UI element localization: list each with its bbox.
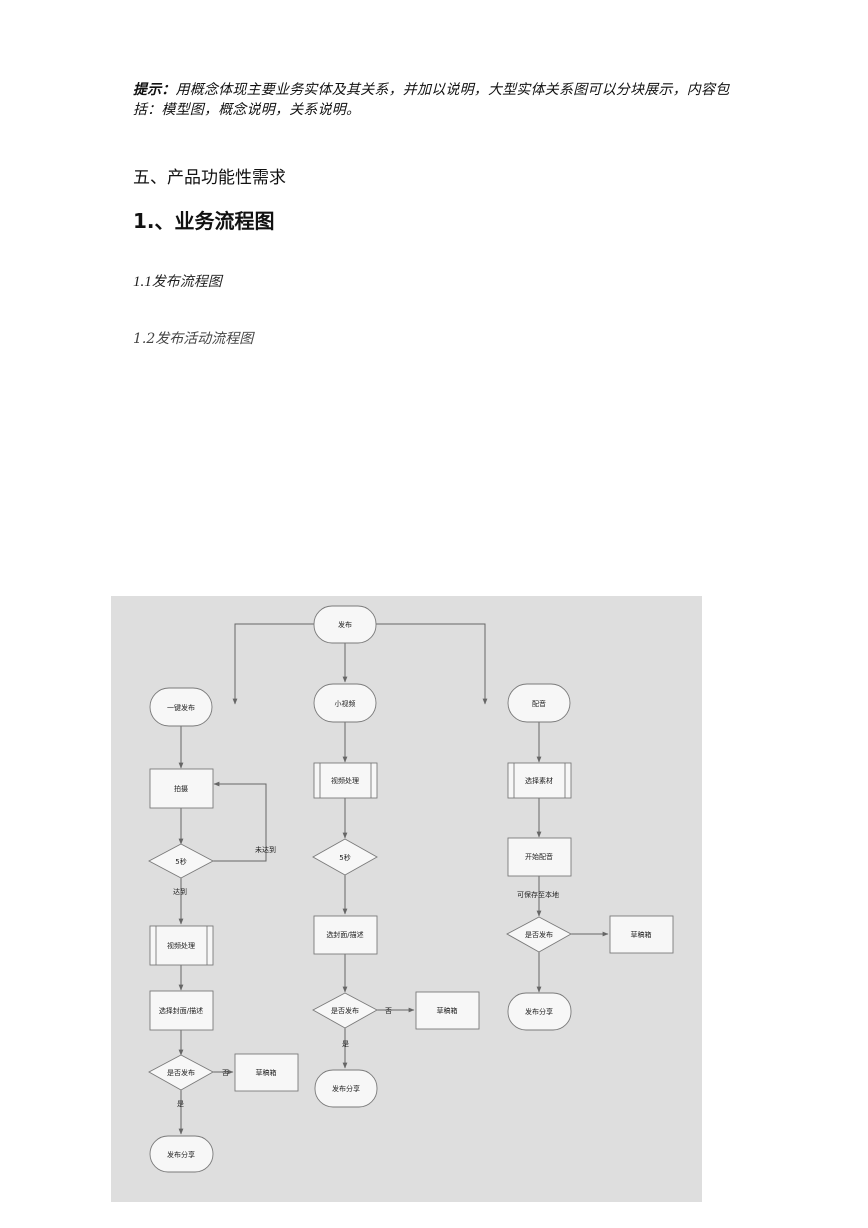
node-label: 配音 bbox=[532, 699, 546, 708]
node-publish-question-1: 是否发布 bbox=[148, 1054, 214, 1091]
node-label: 选封面/描述 bbox=[326, 930, 363, 939]
node-draft-2: 草稿箱 bbox=[415, 991, 480, 1030]
heading-business-flow: 1.、业务流程图 bbox=[133, 209, 275, 233]
node-decision-5s: 5秒 bbox=[148, 843, 214, 879]
edge-label-save-local: 可保存至本地 bbox=[517, 890, 559, 899]
hint-paragraph: 提示：用概念体现主要业务实体及其关系，并加以说明，大型实体关系图可以分块展示，内… bbox=[133, 80, 743, 120]
subsection-title: 发布流程图 bbox=[151, 274, 222, 290]
flow-edges bbox=[178, 623, 609, 1135]
node-start-publish: 发布 bbox=[313, 605, 377, 644]
subsection-1-1: 1.1发布流程图 bbox=[133, 271, 222, 291]
node-start-dubbing: 开始配音 bbox=[507, 837, 572, 877]
node-select-cover-2: 选封面/描述 bbox=[313, 915, 378, 955]
edge-label-yes: 是 bbox=[177, 1100, 184, 1108]
node-publish-share-2: 发布分享 bbox=[314, 1069, 378, 1108]
node-label: 视频处理 bbox=[167, 941, 195, 950]
node-one-click-publish: 一键发布 bbox=[149, 687, 213, 727]
node-label: 发布分享 bbox=[332, 1084, 360, 1093]
subsection-number: 1.1 bbox=[133, 274, 152, 290]
edge-label-not-reached: 未达到 bbox=[255, 845, 276, 854]
flowchart: 发布 一键发布 拍摄 5秒 未达到 达到 视频处理 选择封面/描述 是否发布 否… bbox=[111, 596, 702, 1202]
node-shoot: 拍摄 bbox=[149, 768, 214, 809]
subsection-1-2: 1.2发布活动流程图 bbox=[133, 328, 253, 348]
node-label: 是否发布 bbox=[331, 1006, 359, 1015]
node-label: 是否发布 bbox=[525, 930, 553, 939]
node-label: 开始配音 bbox=[525, 852, 553, 861]
node-label: 视频处理 bbox=[331, 776, 359, 785]
node-video-process-2: 视频处理 bbox=[313, 762, 378, 799]
node-select-cover-1: 选择封面/描述 bbox=[149, 990, 214, 1031]
node-publish-question-2: 是否发布 bbox=[312, 992, 378, 1029]
node-label: 草稿箱 bbox=[256, 1068, 277, 1077]
node-label: 发布 bbox=[338, 620, 352, 629]
node-draft-1: 草稿箱 bbox=[234, 1053, 299, 1092]
edge-label-no: 否 bbox=[385, 1007, 392, 1015]
node-label: 是否发布 bbox=[167, 1068, 195, 1077]
hint-label: 提示： bbox=[133, 82, 176, 98]
node-label: 草稿箱 bbox=[437, 1006, 458, 1015]
node-publish-share-1: 发布分享 bbox=[149, 1135, 214, 1173]
node-label: 选择封面/描述 bbox=[159, 1006, 203, 1015]
edge-label-yes: 是 bbox=[342, 1040, 349, 1048]
subsection-title: 发布活动流程图 bbox=[155, 331, 254, 347]
node-label: 一键发布 bbox=[167, 703, 195, 712]
node-select-material: 选择素材 bbox=[507, 762, 572, 799]
section-title: 五、产品功能性需求 bbox=[133, 168, 286, 188]
subsection-number: 1.2 bbox=[133, 331, 156, 347]
node-label: 小视频 bbox=[335, 699, 356, 708]
node-label: 草稿箱 bbox=[631, 930, 652, 939]
node-publish-share-3: 发布分享 bbox=[507, 992, 572, 1031]
node-label: 5秒 bbox=[339, 853, 350, 862]
node-decision-5s-2: 5秒 bbox=[312, 838, 378, 876]
hint-text: 用概念体现主要业务实体及其关系，并加以说明，大型实体关系图可以分块展示，内容包括… bbox=[133, 82, 730, 118]
node-video-process-1: 视频处理 bbox=[149, 925, 214, 966]
node-label: 发布分享 bbox=[167, 1150, 195, 1159]
node-label: 5秒 bbox=[175, 857, 186, 866]
edge-label-reached: 达到 bbox=[173, 887, 187, 896]
node-label: 拍摄 bbox=[174, 784, 188, 793]
node-label: 发布分享 bbox=[525, 1007, 553, 1016]
edge-label-no: 否 bbox=[222, 1069, 229, 1077]
node-draft-3: 草稿箱 bbox=[609, 915, 674, 954]
node-label: 选择素材 bbox=[525, 776, 553, 785]
flowchart-canvas: 发布 一键发布 拍摄 5秒 未达到 达到 视频处理 选择封面/描述 是否发布 否… bbox=[148, 605, 674, 1173]
node-dubbing: 配音 bbox=[507, 683, 571, 723]
node-publish-question-3: 是否发布 bbox=[506, 916, 572, 953]
node-short-video: 小视频 bbox=[313, 683, 377, 723]
